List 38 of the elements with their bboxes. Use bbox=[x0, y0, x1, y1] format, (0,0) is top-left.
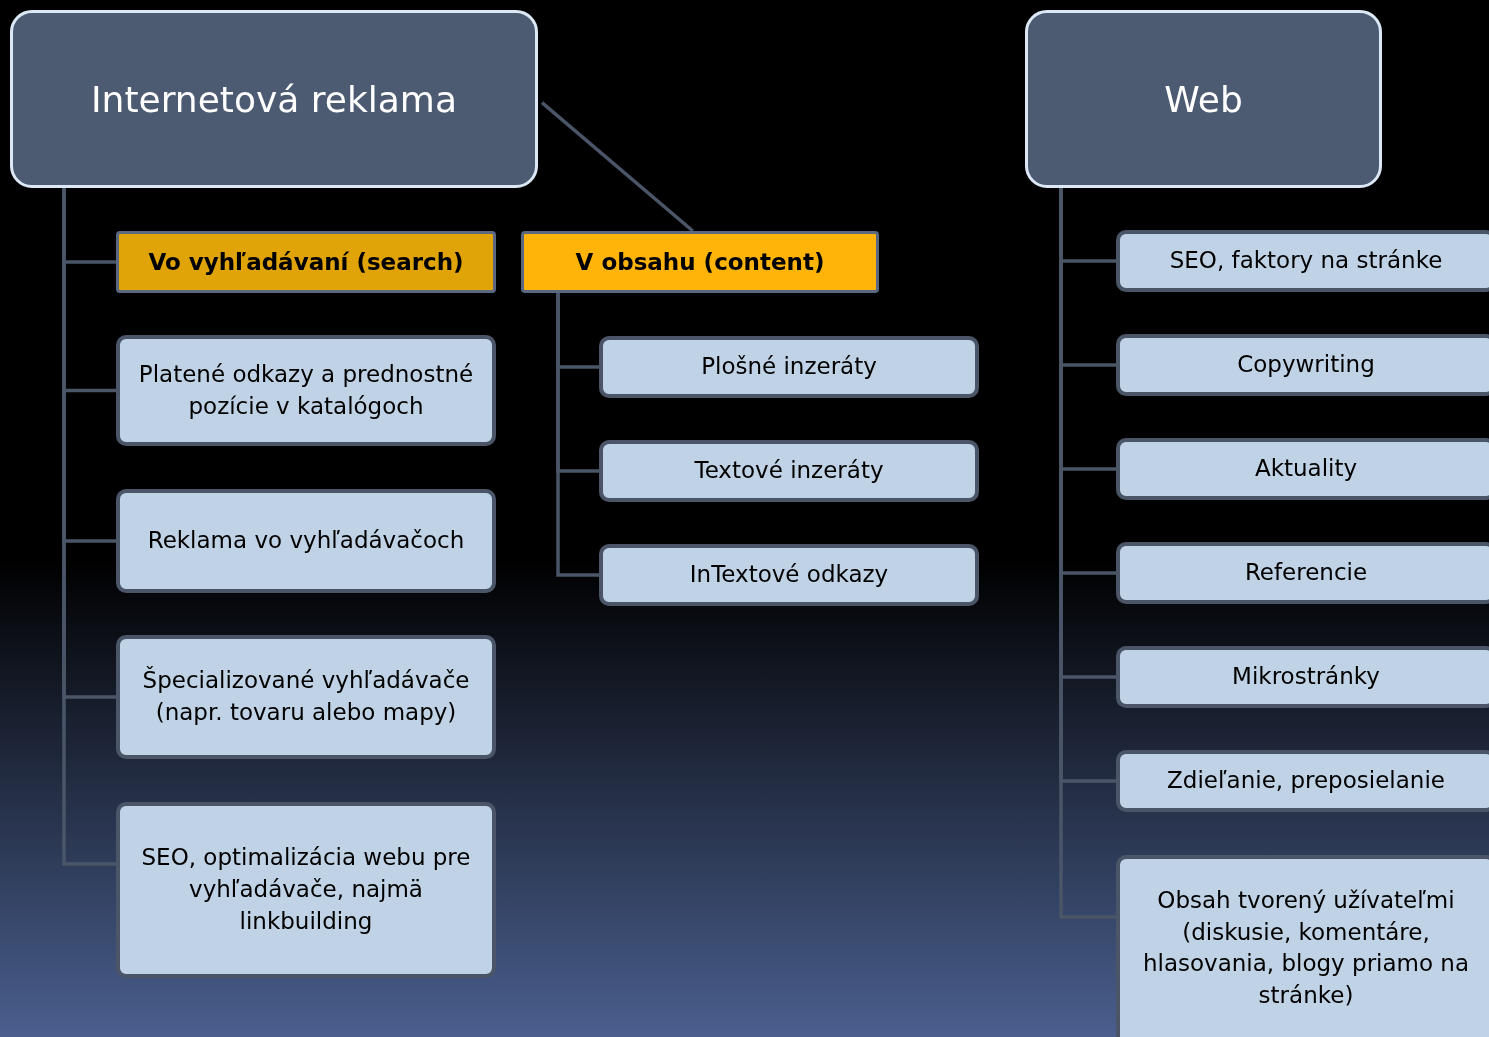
node-text: Platené odkazy a prednostné pozície v katalógoch bbox=[137, 359, 475, 421]
node-text: V obsahu (content) bbox=[575, 249, 825, 275]
connector-line bbox=[556, 293, 599, 577]
category-box bbox=[521, 231, 879, 293]
node-text: Reklama vo vyhľadávačoch bbox=[147, 526, 465, 556]
category-box bbox=[116, 231, 496, 293]
item-box bbox=[116, 489, 496, 593]
node-text: Plošné inzeráty bbox=[701, 352, 877, 382]
heading-box bbox=[1025, 10, 1382, 188]
node-text: SEO, faktory na stránke bbox=[1168, 246, 1444, 276]
item-box bbox=[599, 544, 979, 606]
node-text: Zdieľanie, preposielanie bbox=[1166, 766, 1446, 796]
item-box bbox=[1116, 542, 1489, 604]
node-text: InTextové odkazy bbox=[689, 560, 889, 590]
item-box bbox=[1116, 646, 1489, 708]
item-box bbox=[599, 336, 979, 398]
connector-line bbox=[540, 101, 694, 233]
node-text: Špecializované vyhľadávače (napr. tovaru alebo mapy) bbox=[141, 665, 471, 727]
item-box bbox=[1116, 230, 1489, 292]
node-text: SEO, optimalizácia webu pre vyhľadávače, najmä linkbuilding bbox=[140, 843, 472, 936]
item-box bbox=[1116, 750, 1489, 812]
item-box bbox=[116, 802, 496, 978]
node-text: Vo vyhľadávaní (search) bbox=[148, 249, 464, 275]
item-box bbox=[599, 440, 979, 502]
node-text: Copywriting bbox=[1236, 350, 1376, 380]
item-box bbox=[116, 635, 496, 759]
node-text: Mikrostránky bbox=[1231, 662, 1381, 692]
node-text: Referencie bbox=[1243, 558, 1369, 588]
item-box bbox=[1116, 855, 1489, 1037]
heading-box bbox=[10, 10, 538, 188]
node-text: Web bbox=[1164, 78, 1243, 120]
item-box bbox=[1116, 438, 1489, 500]
node-text: Internetová reklama bbox=[91, 78, 457, 120]
item-box bbox=[1116, 334, 1489, 396]
node-text: Textové inzeráty bbox=[694, 456, 884, 486]
item-box bbox=[116, 335, 496, 446]
node-text: Aktuality bbox=[1253, 454, 1359, 484]
node-text: Obsah tvorený užívateľmi (diskusie, komentáre, hlasovania, blogy priamo na stránke) bbox=[1141, 886, 1471, 1011]
